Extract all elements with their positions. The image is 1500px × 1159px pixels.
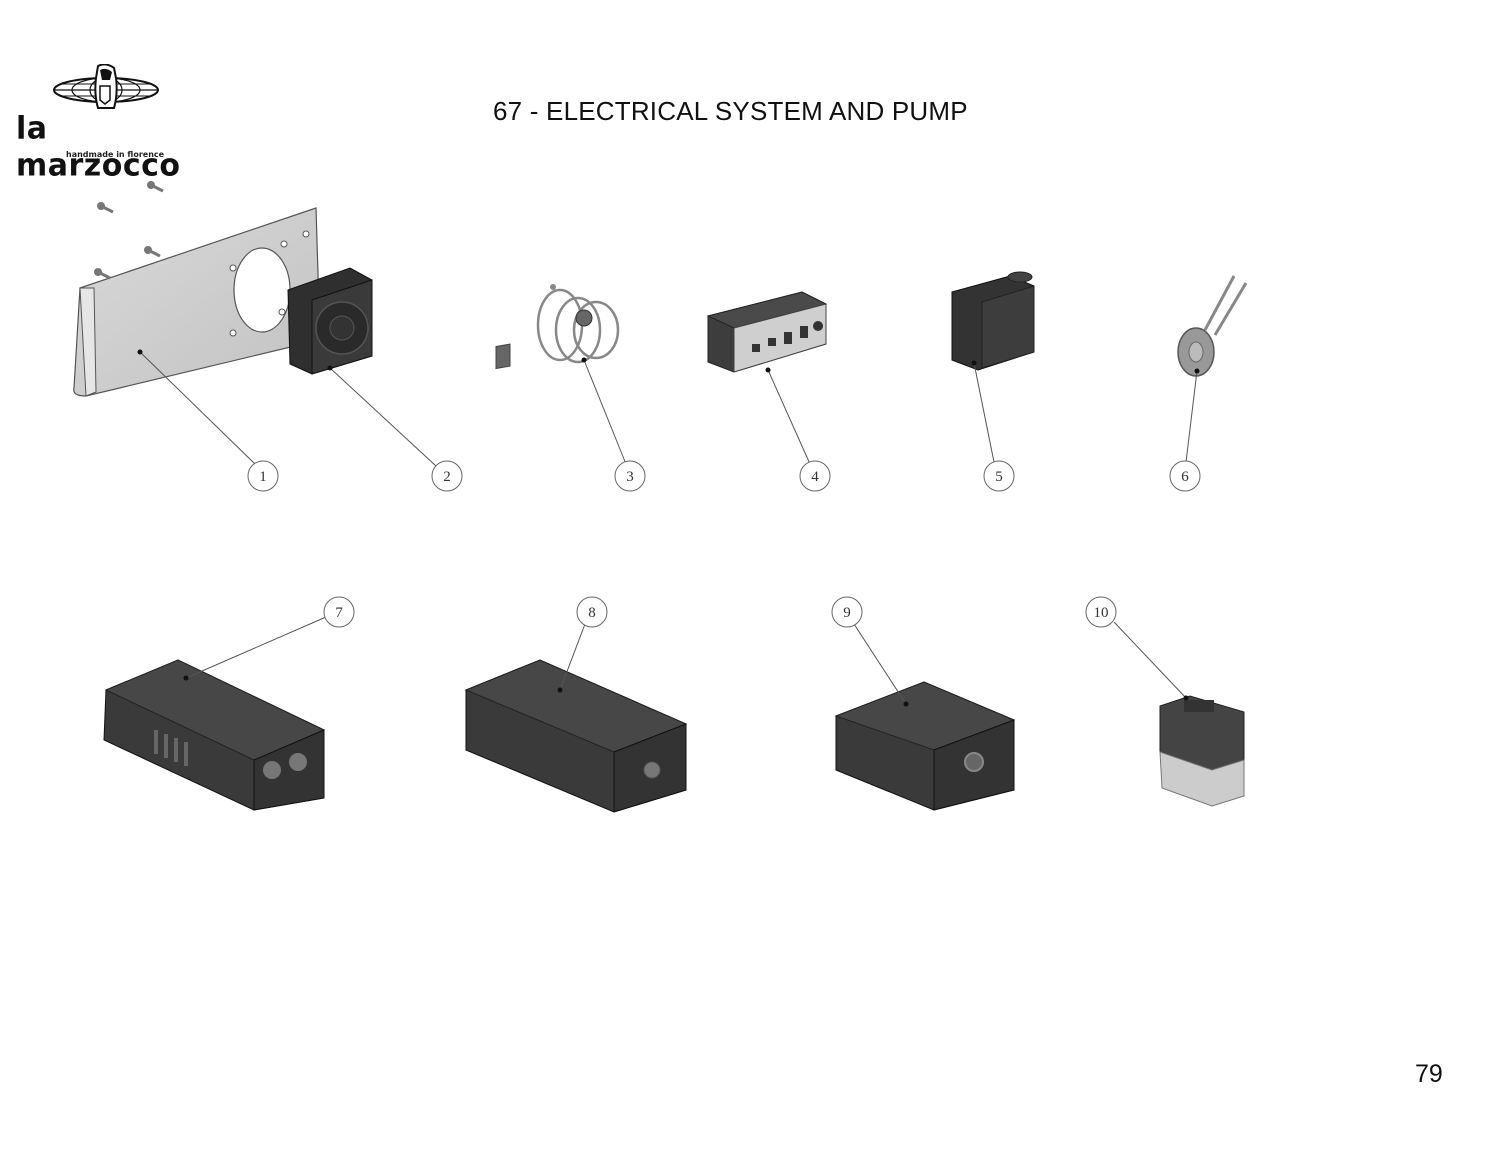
svg-text:5: 5: [995, 469, 1003, 485]
part-8-control-unit: [464, 659, 688, 813]
svg-text:1: 1: [259, 469, 267, 485]
callout-5: 5: [983, 460, 1015, 492]
svg-text:4: 4: [811, 469, 819, 485]
page-number: 79: [1415, 1060, 1443, 1088]
leader-dots: [137, 349, 1200, 707]
brand-name: la marzocco: [16, 110, 181, 184]
svg-text:2: 2: [443, 469, 451, 485]
callout-4: 4: [799, 460, 831, 492]
page-title: 67 - ELECTRICAL SYSTEM AND PUMP: [493, 96, 968, 126]
callout-3: 3: [614, 460, 646, 492]
part-9-control-unit: [834, 681, 1016, 811]
part-1-bracket: [73, 207, 321, 397]
part-7-control-unit: [103, 659, 326, 811]
callout-6: 6: [1169, 460, 1201, 492]
callout-8: 8: [576, 596, 608, 628]
brand-logo: la marzocco handmade in florence: [14, 64, 204, 184]
part-6-toroid: [1177, 275, 1248, 377]
svg-text:10: 10: [1094, 605, 1109, 621]
svg-text:6: 6: [1181, 469, 1189, 485]
part-5-relay-box: [951, 271, 1035, 371]
svg-text:8: 8: [588, 605, 596, 621]
screw-icon: [94, 181, 164, 280]
svg-text:3: 3: [626, 469, 634, 485]
svg-text:9: 9: [843, 605, 851, 621]
part-10-contactor: [1159, 695, 1245, 807]
callout-2: 2: [431, 460, 463, 492]
part-4-control-box: [706, 291, 828, 373]
brand-tagline: handmade in florence: [66, 150, 165, 159]
leader-lines: [139, 351, 1198, 705]
part-2-fan: [287, 267, 373, 375]
globe-lion-icon: [53, 64, 159, 109]
callout-10: 10: [1085, 596, 1117, 628]
svg-text:7: 7: [335, 605, 343, 621]
part-3-probe-coil: [495, 284, 620, 370]
callout-9: 9: [831, 596, 863, 628]
callout-1: 1: [247, 460, 279, 492]
callout-7: 7: [323, 596, 355, 628]
